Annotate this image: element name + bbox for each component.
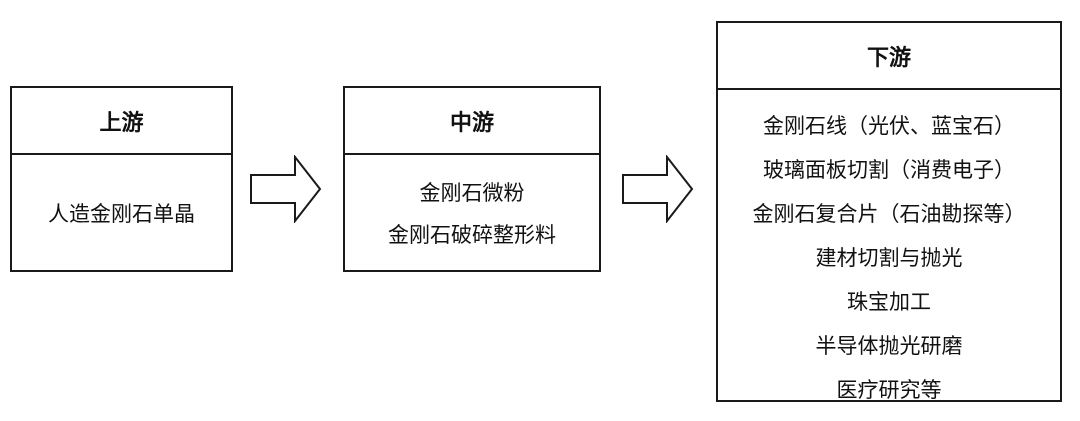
midstream-item: 金刚石破碎整形料 [388,222,556,247]
downstream-box: 下游 金刚石线（光伏、蓝宝石） 玻璃面板切割（消费电子） 金刚石复合片（石油勘探… [716,21,1062,402]
downstream-item: 医疗研究等 [836,378,942,402]
downstream-item: 金刚石线（光伏、蓝宝石） [763,114,1015,138]
upstream-box: 上游 人造金刚石单晶 [10,86,233,272]
upstream-body: 人造金刚石单晶 [12,155,231,270]
flow-arrow-icon [250,155,322,223]
downstream-item: 珠宝加工 [847,290,931,314]
midstream-title: 中游 [345,88,599,155]
downstream-item: 玻璃面板切割（消费电子） [763,158,1015,182]
downstream-item: 金刚石复合片（石油勘探等） [752,202,1026,226]
upstream-item: 人造金刚石单晶 [48,201,195,226]
downstream-body: 金刚石线（光伏、蓝宝石） 玻璃面板切割（消费电子） 金刚石复合片（石油勘探等） … [718,90,1060,402]
downstream-title: 下游 [718,23,1060,90]
midstream-item: 金刚石微粉 [419,180,525,205]
midstream-body: 金刚石微粉 金刚石破碎整形料 [345,155,599,270]
midstream-box: 中游 金刚石微粉 金刚石破碎整形料 [343,86,601,272]
downstream-item: 半导体抛光研磨 [815,334,963,358]
flow-arrow-icon [622,155,694,223]
downstream-item: 建材切割与抛光 [815,246,963,270]
upstream-title: 上游 [12,88,231,155]
